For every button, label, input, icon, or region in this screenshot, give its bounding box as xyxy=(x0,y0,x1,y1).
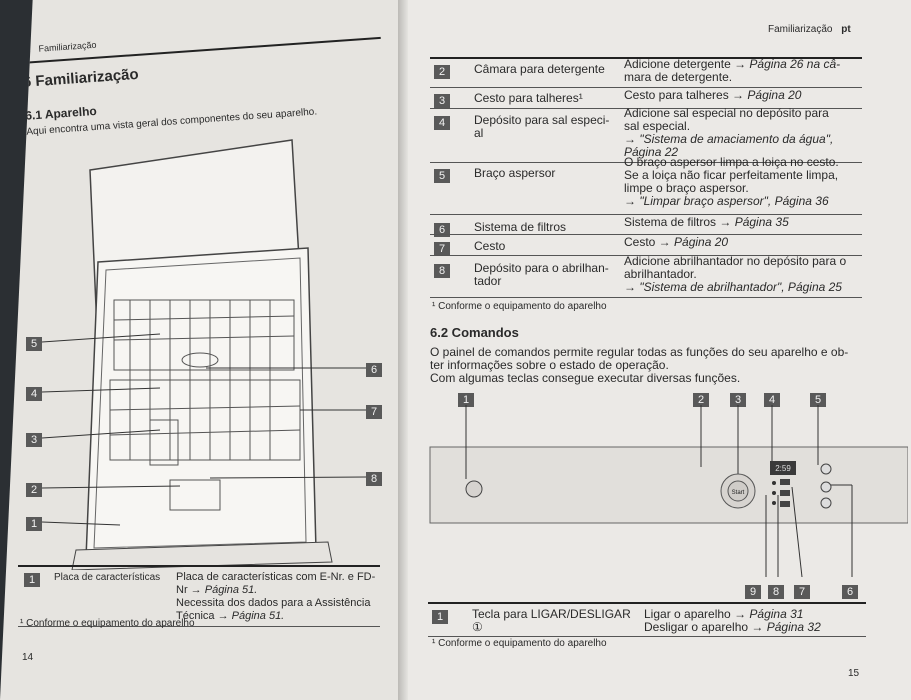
start-label: Start xyxy=(732,490,745,496)
right-header-section: Familiarização xyxy=(768,24,833,35)
table-row-8: 8 Depósito para o abrilhan-tador Adicion… xyxy=(434,255,864,294)
row-num: 1 xyxy=(24,573,40,587)
callout-4: 4 xyxy=(26,384,42,402)
table-row-4: 4 Depósito para sal especi-al Adicione s… xyxy=(434,107,864,159)
table-row-7: 7 Cesto Cesto → Página 20 xyxy=(434,236,864,257)
table-row-power: 1 Tecla para LIGAR/DESLIGAR ① Ligar o ap… xyxy=(432,607,862,634)
comandos-intro: O painel de comandos permite regular tod… xyxy=(430,345,849,385)
callout-6: 6 xyxy=(366,360,382,378)
callout-7: 7 xyxy=(366,402,382,420)
table-row-3: 3 Cesto para talheres¹ Cesto para talher… xyxy=(434,89,864,109)
left-page-number: 14 xyxy=(22,652,34,663)
section-62-title: 6.2 Comandos xyxy=(430,325,519,340)
left-page: pt Familiarização 6 Familiarização 6.1 A… xyxy=(0,0,408,700)
footnote-2: ¹ Conforme o equipamento do aparelho xyxy=(432,638,607,649)
panel-callout-8: 8 xyxy=(768,582,784,600)
power-symbol-icon: ① xyxy=(472,620,483,634)
panel-callout-7: 7 xyxy=(794,582,810,600)
table-row-2: 2 Câmara para detergente Adicione deterg… xyxy=(434,58,864,84)
panel-callout-4: 4 xyxy=(764,390,780,408)
row-name: Placa de características xyxy=(54,572,161,583)
table-row-1: 1 Placa de características xyxy=(24,570,160,588)
table-top-rule xyxy=(430,57,862,59)
dishwasher-illustration xyxy=(41,139,367,570)
right-header: Familiarização pt xyxy=(768,24,851,35)
panel-callout-2: 2 xyxy=(693,390,709,408)
chapter-title: 6 Familiarização xyxy=(22,65,140,91)
control-panel-diagram: Start 2:59 xyxy=(429,405,908,578)
panel-callout-6: 6 xyxy=(842,582,858,600)
row-description: Placa de características com E-Nr. e FD-… xyxy=(176,571,376,622)
right-page-number: 15 xyxy=(848,668,860,679)
power-key-label: Tecla para LIGAR/DESLIGAR xyxy=(472,607,631,621)
panel-callout-1: 1 xyxy=(458,390,474,408)
callout-5: 5 xyxy=(26,334,42,352)
bottom-table-rule xyxy=(428,602,866,604)
left-footnote: ¹ Conforme o equipamento do aparelho xyxy=(20,618,195,629)
callout-8: 8 xyxy=(366,469,382,487)
table-top-rule xyxy=(18,565,380,567)
panel-callout-5: 5 xyxy=(810,390,826,408)
callout-2: 2 xyxy=(26,480,42,498)
table-bottom-rule xyxy=(18,626,380,627)
left-header-lang: pt xyxy=(20,44,31,56)
right-header-lang: pt xyxy=(841,24,851,35)
callout-3: 3 xyxy=(26,430,42,448)
display-readout: 2:59 xyxy=(775,464,791,473)
left-header-section: Familiarização xyxy=(38,39,97,54)
callout-1: 1 xyxy=(26,514,42,532)
panel-callout-9: 9 xyxy=(745,582,761,600)
left-header: pt Familiarização 6 Familiarização 6.1 A… xyxy=(20,14,396,138)
table-row-5: 5 Braço aspersor O braço aspersor limpa … xyxy=(434,156,864,208)
table-row-6: 6 Sistema de filtros Sistema de filtros … xyxy=(434,216,864,238)
right-page: Familiarização pt 2 Câmara para detergen… xyxy=(408,0,911,700)
footnote-1: ¹ Conforme o equipamento do aparelho xyxy=(432,301,607,312)
panel-callout-3: 3 xyxy=(730,390,746,408)
